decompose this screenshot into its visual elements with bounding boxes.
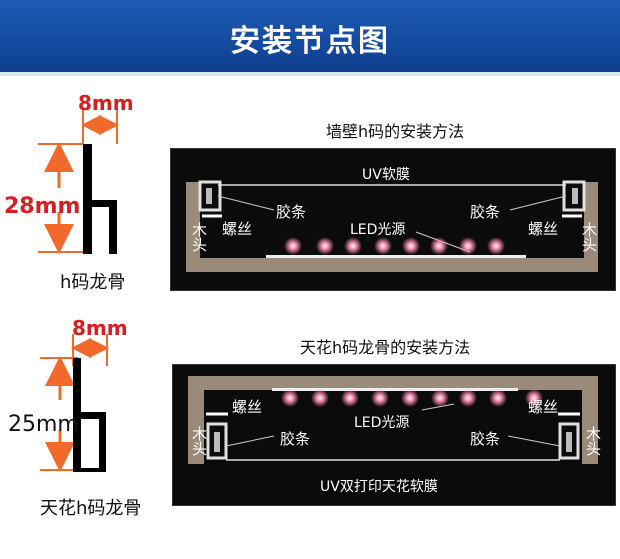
diagram1-wood-right-label: 木头 <box>580 222 598 252</box>
profile1-name: h码龙骨 <box>60 272 126 293</box>
diagram2-screw-right-label: 螺丝 <box>528 398 559 416</box>
diagram2-screw-left-label: 螺丝 <box>232 398 263 416</box>
profile2-height-label: 25mm <box>8 412 79 437</box>
h-profile-diagram <box>38 110 119 254</box>
diagram1-title: 墙壁h码的安装方法 <box>326 122 465 141</box>
diagram2-strip-left-label: 胶条 <box>280 430 311 448</box>
diagram2-wood-right-label: 木头 <box>584 426 602 456</box>
ceiling-install-drawing <box>188 376 598 464</box>
diagram1-led-label: LED光源 <box>350 222 406 238</box>
profile1-height-label: 28mm <box>4 194 81 219</box>
diagram1-strip-right-label: 胶条 <box>470 203 501 221</box>
header-banner: 安装节点图 <box>0 0 620 76</box>
wall-install-drawing <box>186 180 598 272</box>
diagram1-screw-right-label: 螺丝 <box>528 220 559 238</box>
diagram1-wood-left-label: 木头 <box>190 222 208 252</box>
diagram2-film-label: UV双打印天花软膜 <box>320 479 438 495</box>
profile2-width-label: 8mm <box>72 316 128 340</box>
diagram2-wood-left-label: 木头 <box>190 426 208 456</box>
ceiling-h-profile-diagram <box>40 334 109 472</box>
diagram2-led-label: LED光源 <box>354 415 410 431</box>
diagram1-film-label: UV软膜 <box>362 167 410 183</box>
profile2-name: 天花h码龙骨 <box>40 498 142 519</box>
diagram2-title: 天花h码龙骨的安装方法 <box>300 338 471 357</box>
diagram2-strip-right-label: 胶条 <box>470 430 501 448</box>
diagram1-screw-left-label: 螺丝 <box>222 220 253 238</box>
profile1-width-label: 8mm <box>78 91 134 115</box>
diagram1-strip-left-label: 胶条 <box>276 203 307 221</box>
page-title: 安装节点图 <box>230 24 390 59</box>
